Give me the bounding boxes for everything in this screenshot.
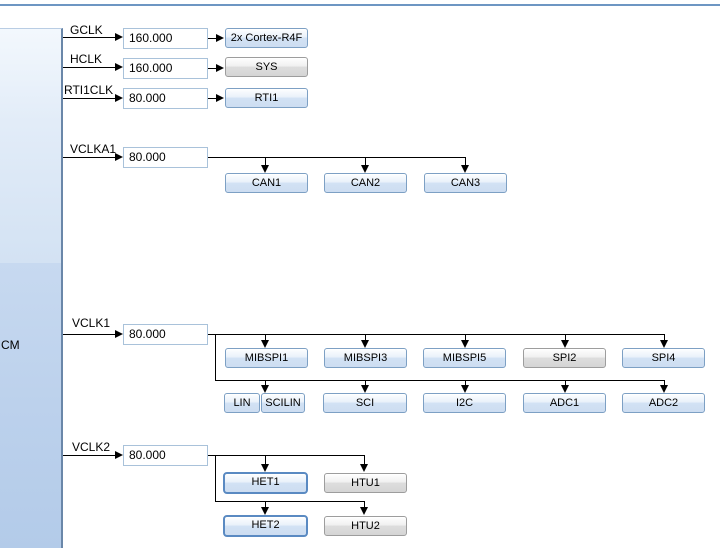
connector-line	[208, 455, 365, 456]
gclk-frequency-field[interactable]: 160.000	[123, 28, 208, 49]
arrowhead-right	[115, 94, 123, 102]
connector-line	[365, 334, 366, 341]
arrowhead-down	[461, 340, 469, 348]
hclk-frequency-field[interactable]: 160.000	[123, 58, 208, 79]
arrowhead-right	[216, 64, 224, 72]
connector-line	[664, 334, 665, 341]
node-mibspi5[interactable]: MIBSPI5	[423, 348, 506, 368]
connector-line	[208, 334, 665, 335]
node-i2c[interactable]: I2C	[423, 393, 506, 413]
node-het2[interactable]: HET2	[223, 515, 308, 537]
rti1clk-frequency-field[interactable]: 80.000	[123, 88, 208, 109]
connector-line	[215, 334, 216, 380]
clock-label-vclk1: VCLK1	[72, 316, 111, 330]
vclk1-frequency-field[interactable]: 80.000	[123, 324, 208, 345]
connector-line	[364, 501, 365, 508]
node-can3[interactable]: CAN3	[424, 173, 507, 193]
node-spi2[interactable]: SPI2	[523, 348, 606, 368]
arrowhead-down	[261, 464, 269, 472]
connector-line	[215, 380, 665, 381]
arrowhead-down	[261, 507, 269, 515]
node-het1[interactable]: HET1	[223, 472, 308, 494]
connector-line	[364, 455, 365, 465]
arrowhead-down	[261, 165, 269, 173]
node-rti1[interactable]: RTI1	[225, 88, 308, 108]
connector-line	[208, 98, 216, 99]
node-cortex-r4f[interactable]: 2x Cortex-R4F	[225, 28, 308, 48]
arrowhead-right	[216, 94, 224, 102]
connector-line	[63, 98, 115, 99]
connector-line	[63, 157, 115, 158]
node-htu2[interactable]: HTU2	[324, 516, 407, 536]
arrowhead-right	[115, 33, 123, 41]
arrowhead-right	[115, 451, 123, 459]
connector-line	[208, 68, 216, 69]
vclka1-frequency-field[interactable]: 80.000	[123, 147, 208, 168]
node-can2[interactable]: CAN2	[324, 173, 407, 193]
connector-line	[215, 455, 216, 501]
clock-label-rti1clk: RTI1CLK	[64, 83, 114, 97]
clock-label-vclk2: VCLK2	[72, 440, 111, 454]
arrowhead-down	[360, 507, 368, 515]
connector-line	[208, 38, 216, 39]
arrowhead-down	[660, 340, 668, 348]
arrowhead-down	[561, 385, 569, 393]
connector-line	[265, 455, 266, 465]
clock-label-vclka1: VCLKA1	[70, 142, 117, 156]
node-adc1[interactable]: ADC1	[523, 393, 606, 413]
node-mibspi3[interactable]: MIBSPI3	[324, 348, 407, 368]
connector-line	[265, 334, 266, 341]
arrowhead-down	[261, 385, 269, 393]
clock-source-panel-top[interactable]	[0, 28, 63, 263]
clock-label-hclk: HCLK	[70, 52, 103, 66]
connector-line	[664, 380, 665, 386]
connector-line	[465, 380, 466, 386]
connector-line	[365, 157, 366, 166]
clock-label-gclk: GCLK	[70, 23, 103, 37]
connector-line	[365, 380, 366, 386]
node-adc2[interactable]: ADC2	[622, 393, 705, 413]
node-mibspi1[interactable]: MIBSPI1	[225, 348, 308, 368]
connector-line	[63, 67, 115, 68]
connector-line	[208, 157, 466, 158]
connector-line	[265, 157, 266, 166]
connector-line	[265, 501, 266, 508]
node-sys[interactable]: SYS	[225, 57, 308, 77]
arrowhead-right	[115, 330, 123, 338]
node-scilin[interactable]: SCILIN	[261, 393, 305, 413]
arrowhead-down	[361, 385, 369, 393]
clock-source-panel-bottom[interactable]	[0, 263, 63, 548]
arrowhead-down	[461, 385, 469, 393]
arrowhead-down	[660, 385, 668, 393]
clock-source-label: CM	[1, 338, 20, 352]
connector-line	[63, 334, 115, 335]
connector-line	[465, 334, 466, 341]
connector-line	[565, 334, 566, 341]
connector-line	[265, 380, 266, 386]
connector-line	[63, 37, 115, 38]
arrowhead-down	[461, 165, 469, 173]
node-lin[interactable]: LIN	[224, 393, 260, 413]
arrowhead-right	[216, 34, 224, 42]
connector-line	[465, 157, 466, 166]
connector-line	[565, 380, 566, 386]
arrowhead-right	[115, 153, 123, 161]
node-spi4[interactable]: SPI4	[622, 348, 705, 368]
connector-line	[215, 501, 365, 502]
arrowhead-down	[361, 165, 369, 173]
arrowhead-down	[261, 340, 269, 348]
vclk2-frequency-field[interactable]: 80.000	[123, 445, 208, 466]
top-border-rule	[0, 4, 720, 6]
arrowhead-down	[561, 340, 569, 348]
node-can1[interactable]: CAN1	[225, 173, 308, 193]
arrowhead-right	[115, 63, 123, 71]
connector-line	[63, 455, 115, 456]
node-htu1[interactable]: HTU1	[324, 473, 407, 493]
node-sci[interactable]: SCI	[323, 393, 407, 413]
arrowhead-down	[360, 464, 368, 472]
arrowhead-down	[361, 340, 369, 348]
